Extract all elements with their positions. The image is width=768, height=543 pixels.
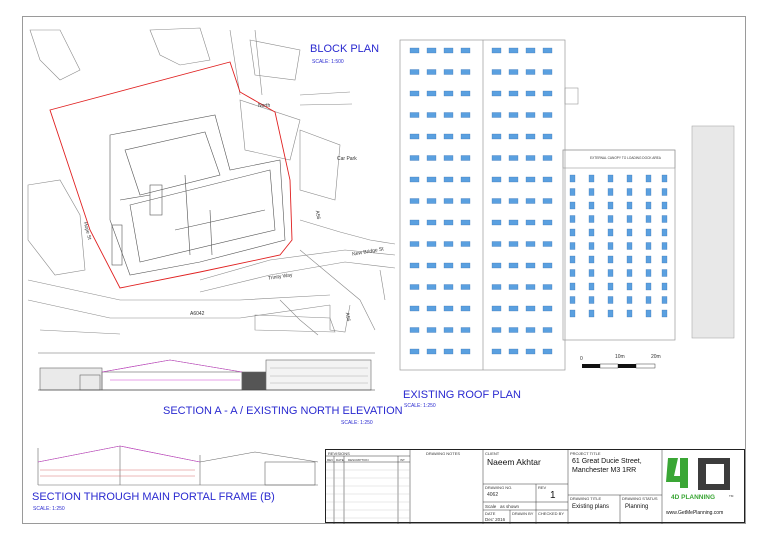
title-block: REVISIONS REV DATE DESCRIPTION INT DRAWI…: [325, 449, 745, 524]
drawing-no-label: DRAWING NO.: [485, 485, 513, 490]
client-label: CLIENT: [485, 451, 500, 456]
rev-label: REV: [538, 485, 547, 490]
project-title-label: PROJECT TITLE: [570, 451, 601, 456]
section-b-scale: SCALE: 1:250: [33, 506, 65, 512]
drawn-by-label: DRAWN BY: [512, 511, 534, 516]
drawing-notes-label: DRAWING NOTES: [426, 451, 461, 456]
4d-planning-logo-icon: [666, 458, 730, 490]
checked-by-label: CHECKED BY: [538, 511, 565, 516]
rev-number: 1: [550, 490, 556, 501]
scale-bar-20m: 20m: [651, 354, 661, 360]
label-a6042: A6042: [190, 311, 205, 317]
section-a-title: SECTION A - A / EXISTING NORTH ELEVATION: [163, 405, 403, 417]
roof-plan-title: EXISTING ROOF PLAN: [403, 389, 521, 401]
roof-light-array: [409, 47, 668, 355]
drawing-no: 4062: [487, 492, 499, 498]
scale-bar-10m: 10m: [615, 354, 625, 360]
scale-value: as shown: [500, 503, 520, 509]
scale-label: Scale: [485, 503, 497, 509]
annex-note: EXTERNAL CANOPY TO LOADING DOCK AREA: [590, 156, 661, 160]
block-plan-scale: SCALE: 1:500: [312, 59, 344, 65]
rev-header-description: DESCRIPTION: [348, 457, 369, 462]
company-name: 4D PLANNING: [671, 494, 716, 501]
rev-header-rev: REV: [327, 457, 334, 462]
site-boundary: [49, 61, 293, 289]
sheet-border: [22, 16, 746, 524]
section-a-scale: SCALE: 1:250: [341, 420, 373, 426]
drawing-status: Planning: [625, 504, 649, 510]
client-name: Naeem Akhtar: [487, 457, 541, 467]
revisions-label: REVISIONS: [328, 451, 350, 456]
company-trademark: TM: [729, 494, 734, 498]
date-label: DATE: [485, 511, 496, 516]
scale-bar-zero: 0: [580, 356, 583, 362]
project-address-line1: 61 Great Ducie Street,: [572, 458, 642, 465]
label-car-park: Car Park: [337, 156, 357, 162]
date-value: Dec' 2016: [485, 517, 506, 522]
roof-plan-scale: SCALE: 1:250: [404, 403, 436, 409]
block-plan-title: BLOCK PLAN: [310, 43, 380, 55]
drawing-title-label: DRAWING TITLE: [570, 496, 602, 501]
company-website: www.GetMePlanning.com: [666, 510, 724, 516]
project-address-line2: Manchester M3 1RR: [572, 467, 637, 474]
drawing-title: Existing plans: [572, 504, 610, 510]
label-north: North: [258, 103, 271, 109]
rev-header-date: DATE: [336, 457, 344, 462]
section-b-title: SECTION THROUGH MAIN PORTAL FRAME (B): [32, 491, 275, 503]
drawing-status-label: DRAWING STATUS: [622, 496, 658, 501]
title-block-grid: [326, 450, 663, 524]
rev-header-int: INT: [400, 457, 405, 462]
